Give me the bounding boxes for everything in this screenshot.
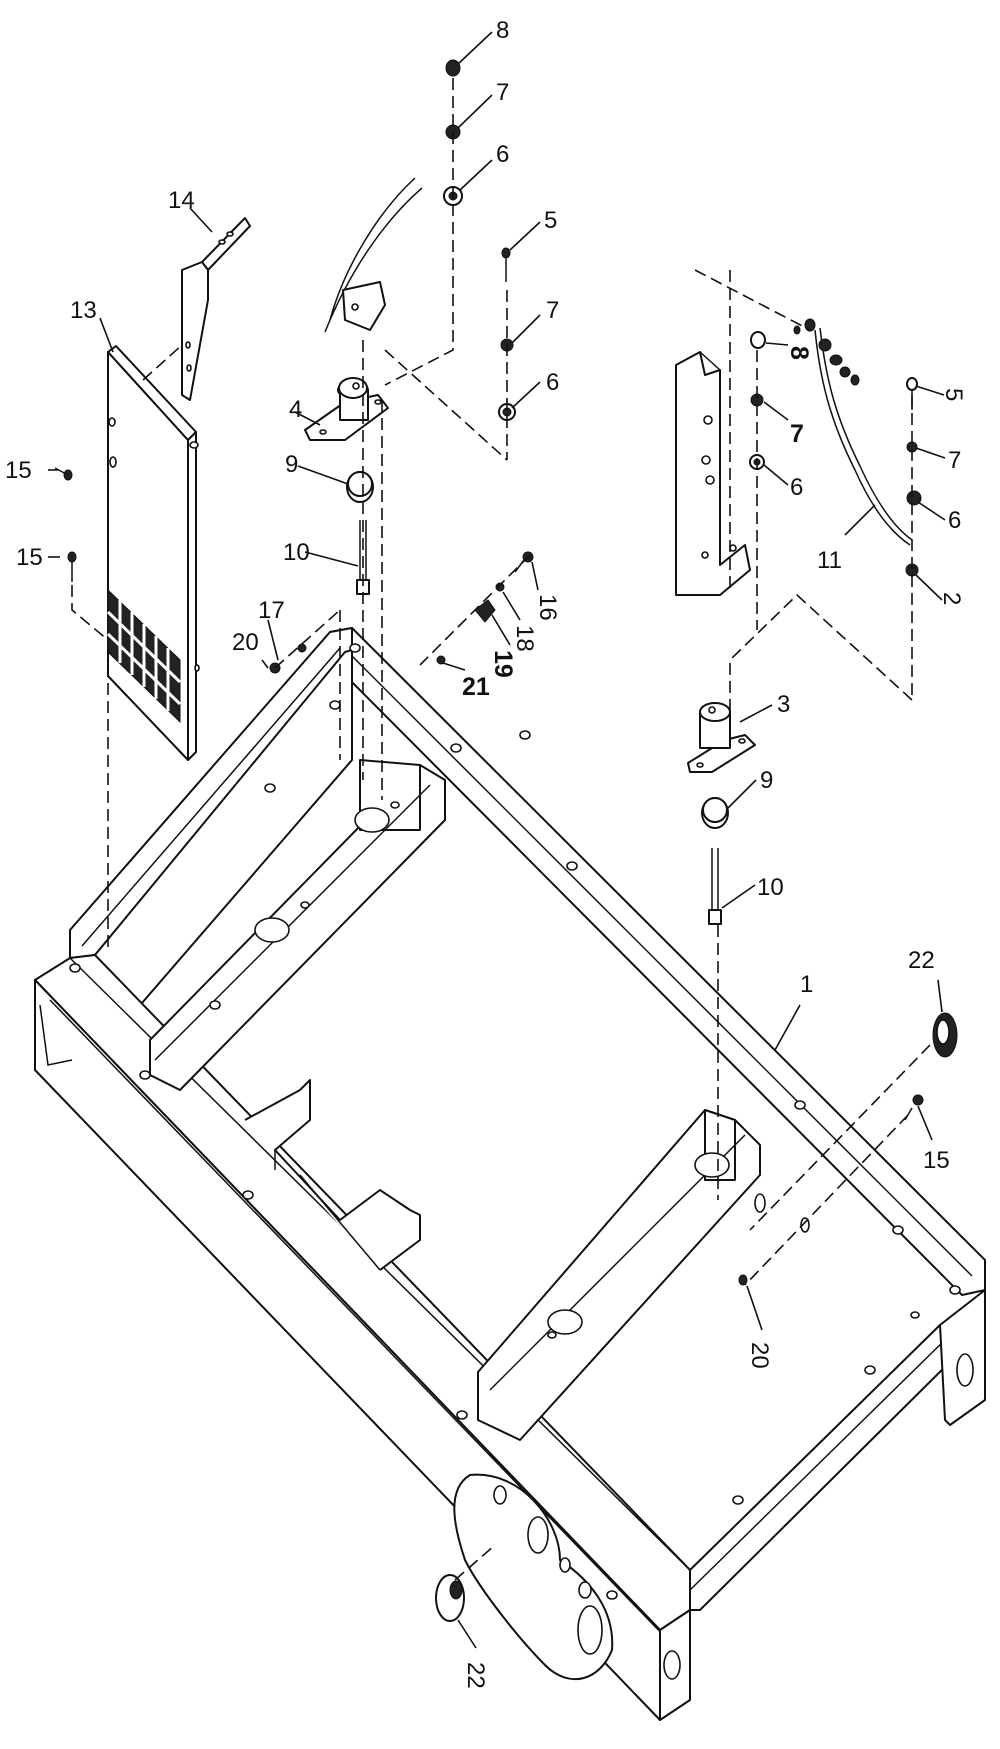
- panel-bracket: [181, 217, 251, 401]
- callout-7c: 7: [790, 420, 804, 448]
- right-mount-bracket: [675, 351, 751, 596]
- callout-14: 14: [168, 187, 195, 214]
- callout-13: 13: [70, 297, 97, 324]
- callout-7d: 7: [948, 447, 961, 474]
- callout-17: 17: [258, 597, 285, 624]
- assembly-lines: [71, 78, 931, 1581]
- leader-lines: [48, 31, 946, 1649]
- callout-10a: 10: [283, 539, 310, 566]
- callout-4: 4: [289, 396, 302, 423]
- callout-9b: 9: [760, 767, 773, 794]
- callout-2: 2: [938, 592, 965, 605]
- wire-harness-11: [793, 318, 913, 546]
- washer-9-right: [701, 797, 729, 829]
- mount-3: [687, 702, 756, 773]
- bolt-10-right: [708, 848, 722, 925]
- washer-9-left: [346, 471, 374, 503]
- callout-7a: 7: [496, 79, 509, 106]
- side-panel: [106, 345, 200, 761]
- nut-stack-right-outer: [905, 377, 922, 577]
- callout-labels: 1 2 3 4 5 5 6 6 6 6 7 7 7 7 8 8 9 9 10 1…: [5, 17, 967, 1689]
- nut-stack-left: [443, 59, 516, 421]
- callout-8b: 8: [785, 346, 813, 360]
- callout-6d: 6: [948, 507, 961, 534]
- mount-4: [304, 377, 389, 441]
- callout-22b: 22: [462, 1662, 489, 1689]
- callout-3: 3: [777, 691, 790, 718]
- callout-15b: 15: [16, 544, 43, 571]
- callout-20b: 20: [746, 1342, 773, 1369]
- callout-1: 1: [800, 971, 813, 998]
- callout-5a: 5: [544, 207, 557, 234]
- callout-22a: 22: [908, 947, 935, 974]
- hardware-right-side: [738, 1094, 924, 1286]
- callout-10b: 10: [757, 874, 784, 901]
- callout-7b: 7: [546, 297, 559, 324]
- callout-5b: 5: [940, 388, 967, 401]
- callout-6c: 6: [790, 474, 803, 501]
- left-mount-bracket: [324, 177, 423, 333]
- plug-22-bottom: [435, 1574, 465, 1622]
- base-frame: [34, 627, 986, 1721]
- callout-20a: 20: [232, 629, 259, 656]
- callout-19: 19: [489, 650, 517, 678]
- callout-18: 18: [511, 625, 538, 652]
- callout-6b: 6: [546, 369, 559, 396]
- callout-15c: 15: [923, 1147, 950, 1174]
- callout-11: 11: [817, 547, 842, 574]
- nut-stack-right-inner: [749, 331, 766, 470]
- callout-9a: 9: [285, 451, 298, 478]
- callout-15a: 15: [5, 457, 32, 484]
- panel-grille: [106, 588, 182, 724]
- callout-21: 21: [462, 673, 490, 701]
- callout-16: 16: [534, 594, 561, 621]
- callout-8a: 8: [496, 17, 509, 44]
- callout-6a: 6: [496, 141, 509, 168]
- plug-22-right: [932, 1012, 958, 1058]
